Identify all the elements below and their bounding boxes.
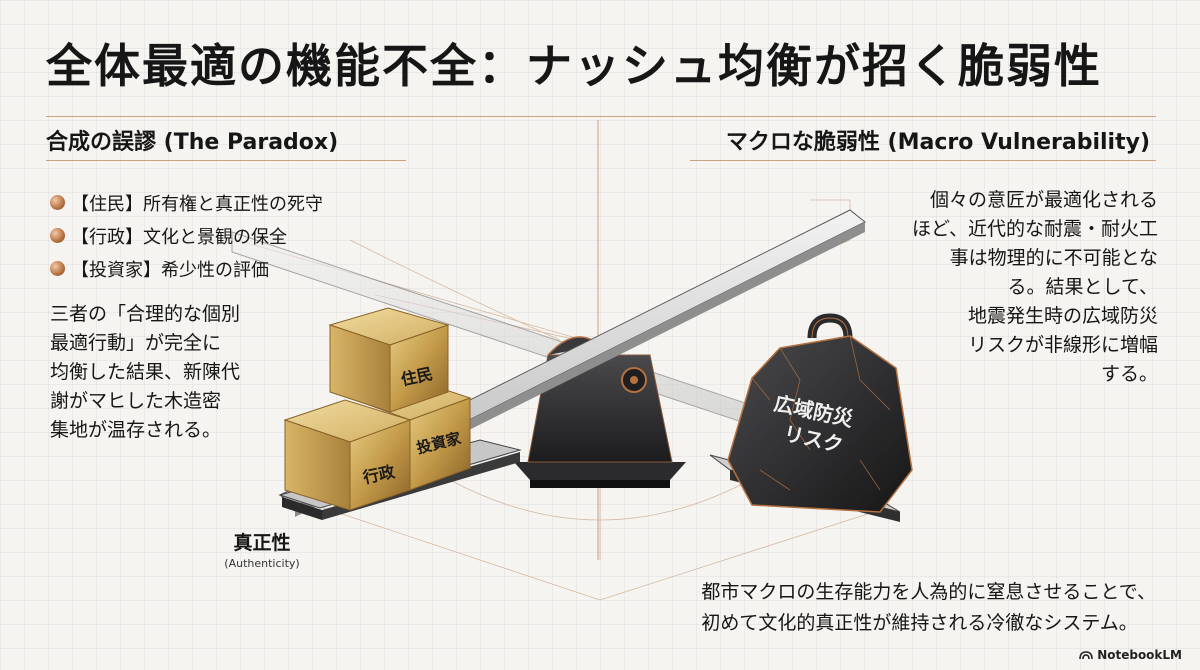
copper-bullet-icon	[50, 228, 65, 243]
list-item: 【投資家】希少性の評価	[50, 252, 323, 285]
right-section-heading: マクロな脆弱性 (Macro Vulnerability)	[725, 130, 1150, 155]
risk-weight	[727, 313, 913, 513]
notebooklm-logo-icon	[1079, 651, 1093, 660]
left-paragraph-line: 三者の「合理的な個別	[50, 303, 241, 325]
right-paragraph: 個々の意匠が最適化される ほど、近代的な耐震・耐火工 事は物理的に不可能とな る…	[878, 186, 1158, 389]
right-paragraph-line: 個々の意匠が最適化される	[929, 189, 1158, 211]
conclusion-line: 都市マクロの生存能力を人為的に窒息させることで、	[701, 581, 1156, 603]
left-paragraph-line: 謝がマヒした木造密	[50, 390, 222, 412]
right-paragraph-line: 地震発生時の広域防災	[967, 305, 1158, 327]
authenticity-label-sub: (Authenticity)	[224, 557, 300, 570]
left-paragraph-line: 最適行動」が完全に	[50, 332, 222, 354]
fulcrum-base	[514, 462, 686, 480]
gold-blocks	[283, 307, 472, 511]
footer-brand-text: NotebookLM	[1097, 648, 1182, 662]
left-heading-underline	[46, 160, 406, 161]
page-title: 全体最適の機能不全：ナッシュ均衡が招く脆弱性	[46, 39, 1102, 93]
bullet-text-government: 【行政】文化と景観の保全	[71, 226, 287, 248]
right-paragraph-line: ほど、近代的な耐震・耐火工	[911, 218, 1158, 240]
list-item: 【行政】文化と景観の保全	[50, 219, 323, 252]
right-heading-underline	[690, 160, 1156, 161]
conclusion-paragraph: 都市マクロの生存能力を人為的に窒息させることで、 初めて文化的真正性が維持される…	[701, 577, 1156, 639]
stakeholder-list: 【住民】所有権と真正性の死守 【行政】文化と景観の保全 【投資家】希少性の評価	[50, 186, 323, 285]
title-divider	[46, 116, 1156, 117]
bullet-text-investors: 【投資家】希少性の評価	[71, 259, 269, 281]
left-paragraph-line: 均衡した結果、新陳代	[50, 361, 241, 383]
bullet-text-residents: 【住民】所有権と真正性の死守	[71, 193, 323, 215]
copper-bullet-icon	[50, 195, 65, 210]
left-paragraph: 三者の「合理的な個別 最適行動」が完全に 均衡した結果、新陳代 謝がマヒした木造…	[50, 300, 290, 445]
left-section-heading: 合成の誤謬 (The Paradox)	[46, 130, 339, 155]
left-paragraph-line: 集地が温存される。	[50, 419, 222, 441]
authenticity-label-main: 真正性	[233, 532, 291, 554]
right-paragraph-line: る。結果として、	[1007, 276, 1158, 298]
authenticity-label: 真正性 (Authenticity)	[212, 528, 312, 570]
right-paragraph-line: 事は物理的に不可能とな	[949, 247, 1158, 269]
list-item: 【住民】所有権と真正性の死守	[50, 186, 323, 219]
right-paragraph-line: する。	[1100, 363, 1158, 385]
copper-bullet-icon	[50, 261, 65, 276]
footer-brand: NotebookLM	[1079, 648, 1182, 662]
right-paragraph-line: リスクが非線形に増幅	[967, 334, 1158, 356]
conclusion-line: 初めて文化的真正性が維持される冷徹なシステム。	[701, 612, 1138, 634]
